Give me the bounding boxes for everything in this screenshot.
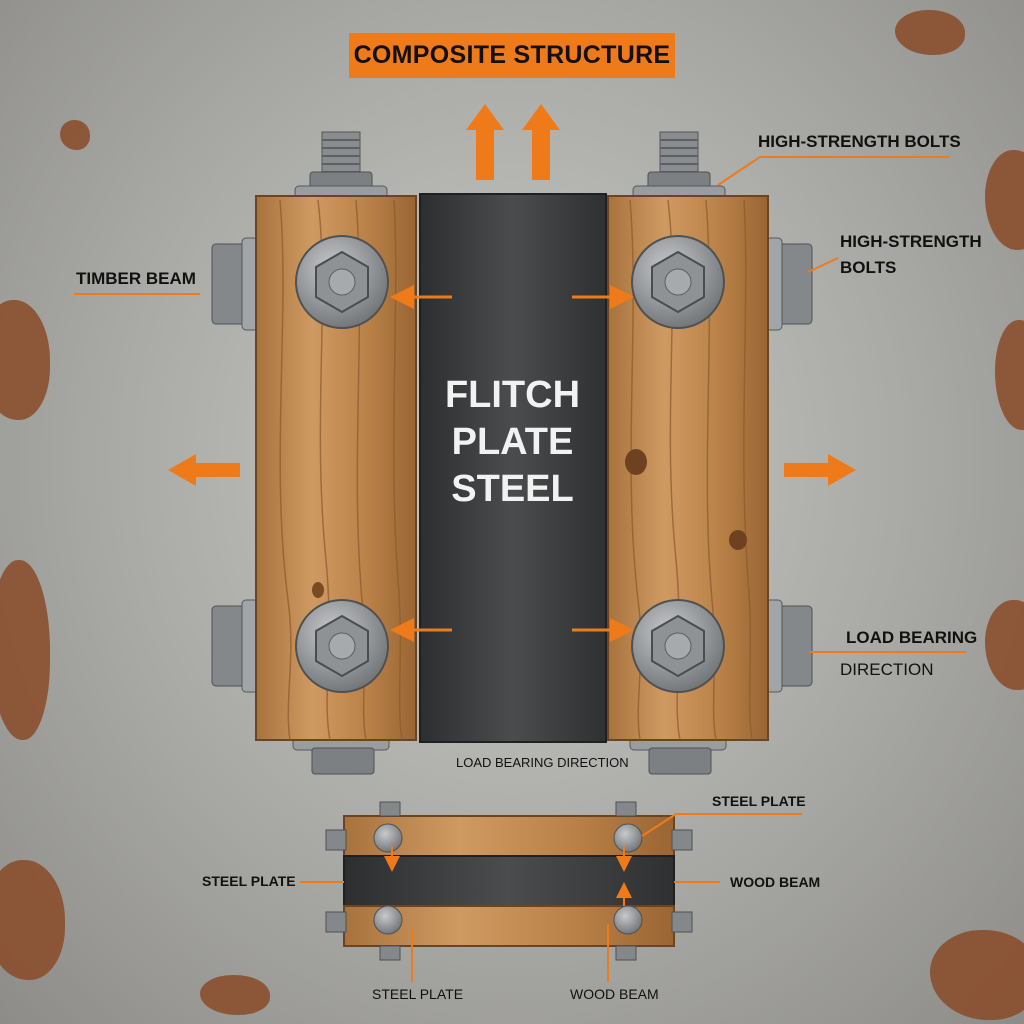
side-nut-right-upper [765,237,813,331]
label-load-right-line2: DIRECTION [840,660,934,679]
page-title: COMPOSITE STRUCTURE [353,41,671,69]
plate-text-line-2: PLATE [451,421,574,463]
rust-patch [0,860,65,980]
label-wood-beam-right: WOOD BEAM [730,874,821,890]
label-load-bottom: LOAD BEARING DIRECTION [456,755,629,770]
plate-text-line-3: STEEL [451,468,574,510]
rust-patch [0,560,50,740]
label-bolts-right-line1: HIGH-STRENGTH [840,232,982,251]
bolt-top-right [632,131,726,199]
rust-patch [60,120,90,150]
bolt-bottom-right [629,735,727,775]
label-steel-plate-left: STEEL PLATE [202,873,296,889]
rust-patch [200,975,270,1015]
leader-steel-plate-top-right [641,813,802,837]
arrow-up-right-icon [522,104,560,180]
washer-bolt-bottom-left [295,599,389,693]
bolt-top-left [294,131,388,199]
leader-bolts-top [717,156,950,186]
rust-patch [895,10,965,55]
side-nut-left-lower [211,599,259,693]
label-steel-plate-top-right: STEEL PLATE [712,793,806,809]
rust-patch [930,930,1024,1020]
arrow-right-icon [784,454,856,486]
side-nut-left-upper [211,237,259,331]
label-steel-plate-bottom: STEEL PLATE [372,986,464,1002]
flitch-steel-plate [419,193,607,743]
flitch-plate-label: FLITCH PLATE STEEL [420,372,605,513]
washer-bolt-bottom-right [631,599,725,693]
label-bolts-top: HIGH-STRENGTH BOLTS [758,132,961,151]
label-load-right-line1: LOAD BEARING [846,628,978,647]
leader-bolts-right [807,257,839,273]
label-bolts-right-line2: BOLTS [840,258,897,277]
washer-bolt-top-left [295,235,389,329]
arrow-left-icon [168,454,240,486]
cross-section-assembly [325,801,693,961]
label-wood-beam-bottom: WOOD BEAM [570,986,659,1002]
arrow-up-left-icon [466,104,504,180]
bolt-bottom-left [292,735,390,775]
side-nut-right-lower [765,599,813,693]
plate-text-line-1: FLITCH [444,374,581,416]
washer-bolt-top-right [631,235,725,329]
label-timber-beam: TIMBER BEAM [76,269,196,288]
title-banner: COMPOSITE STRUCTURE [349,33,675,78]
